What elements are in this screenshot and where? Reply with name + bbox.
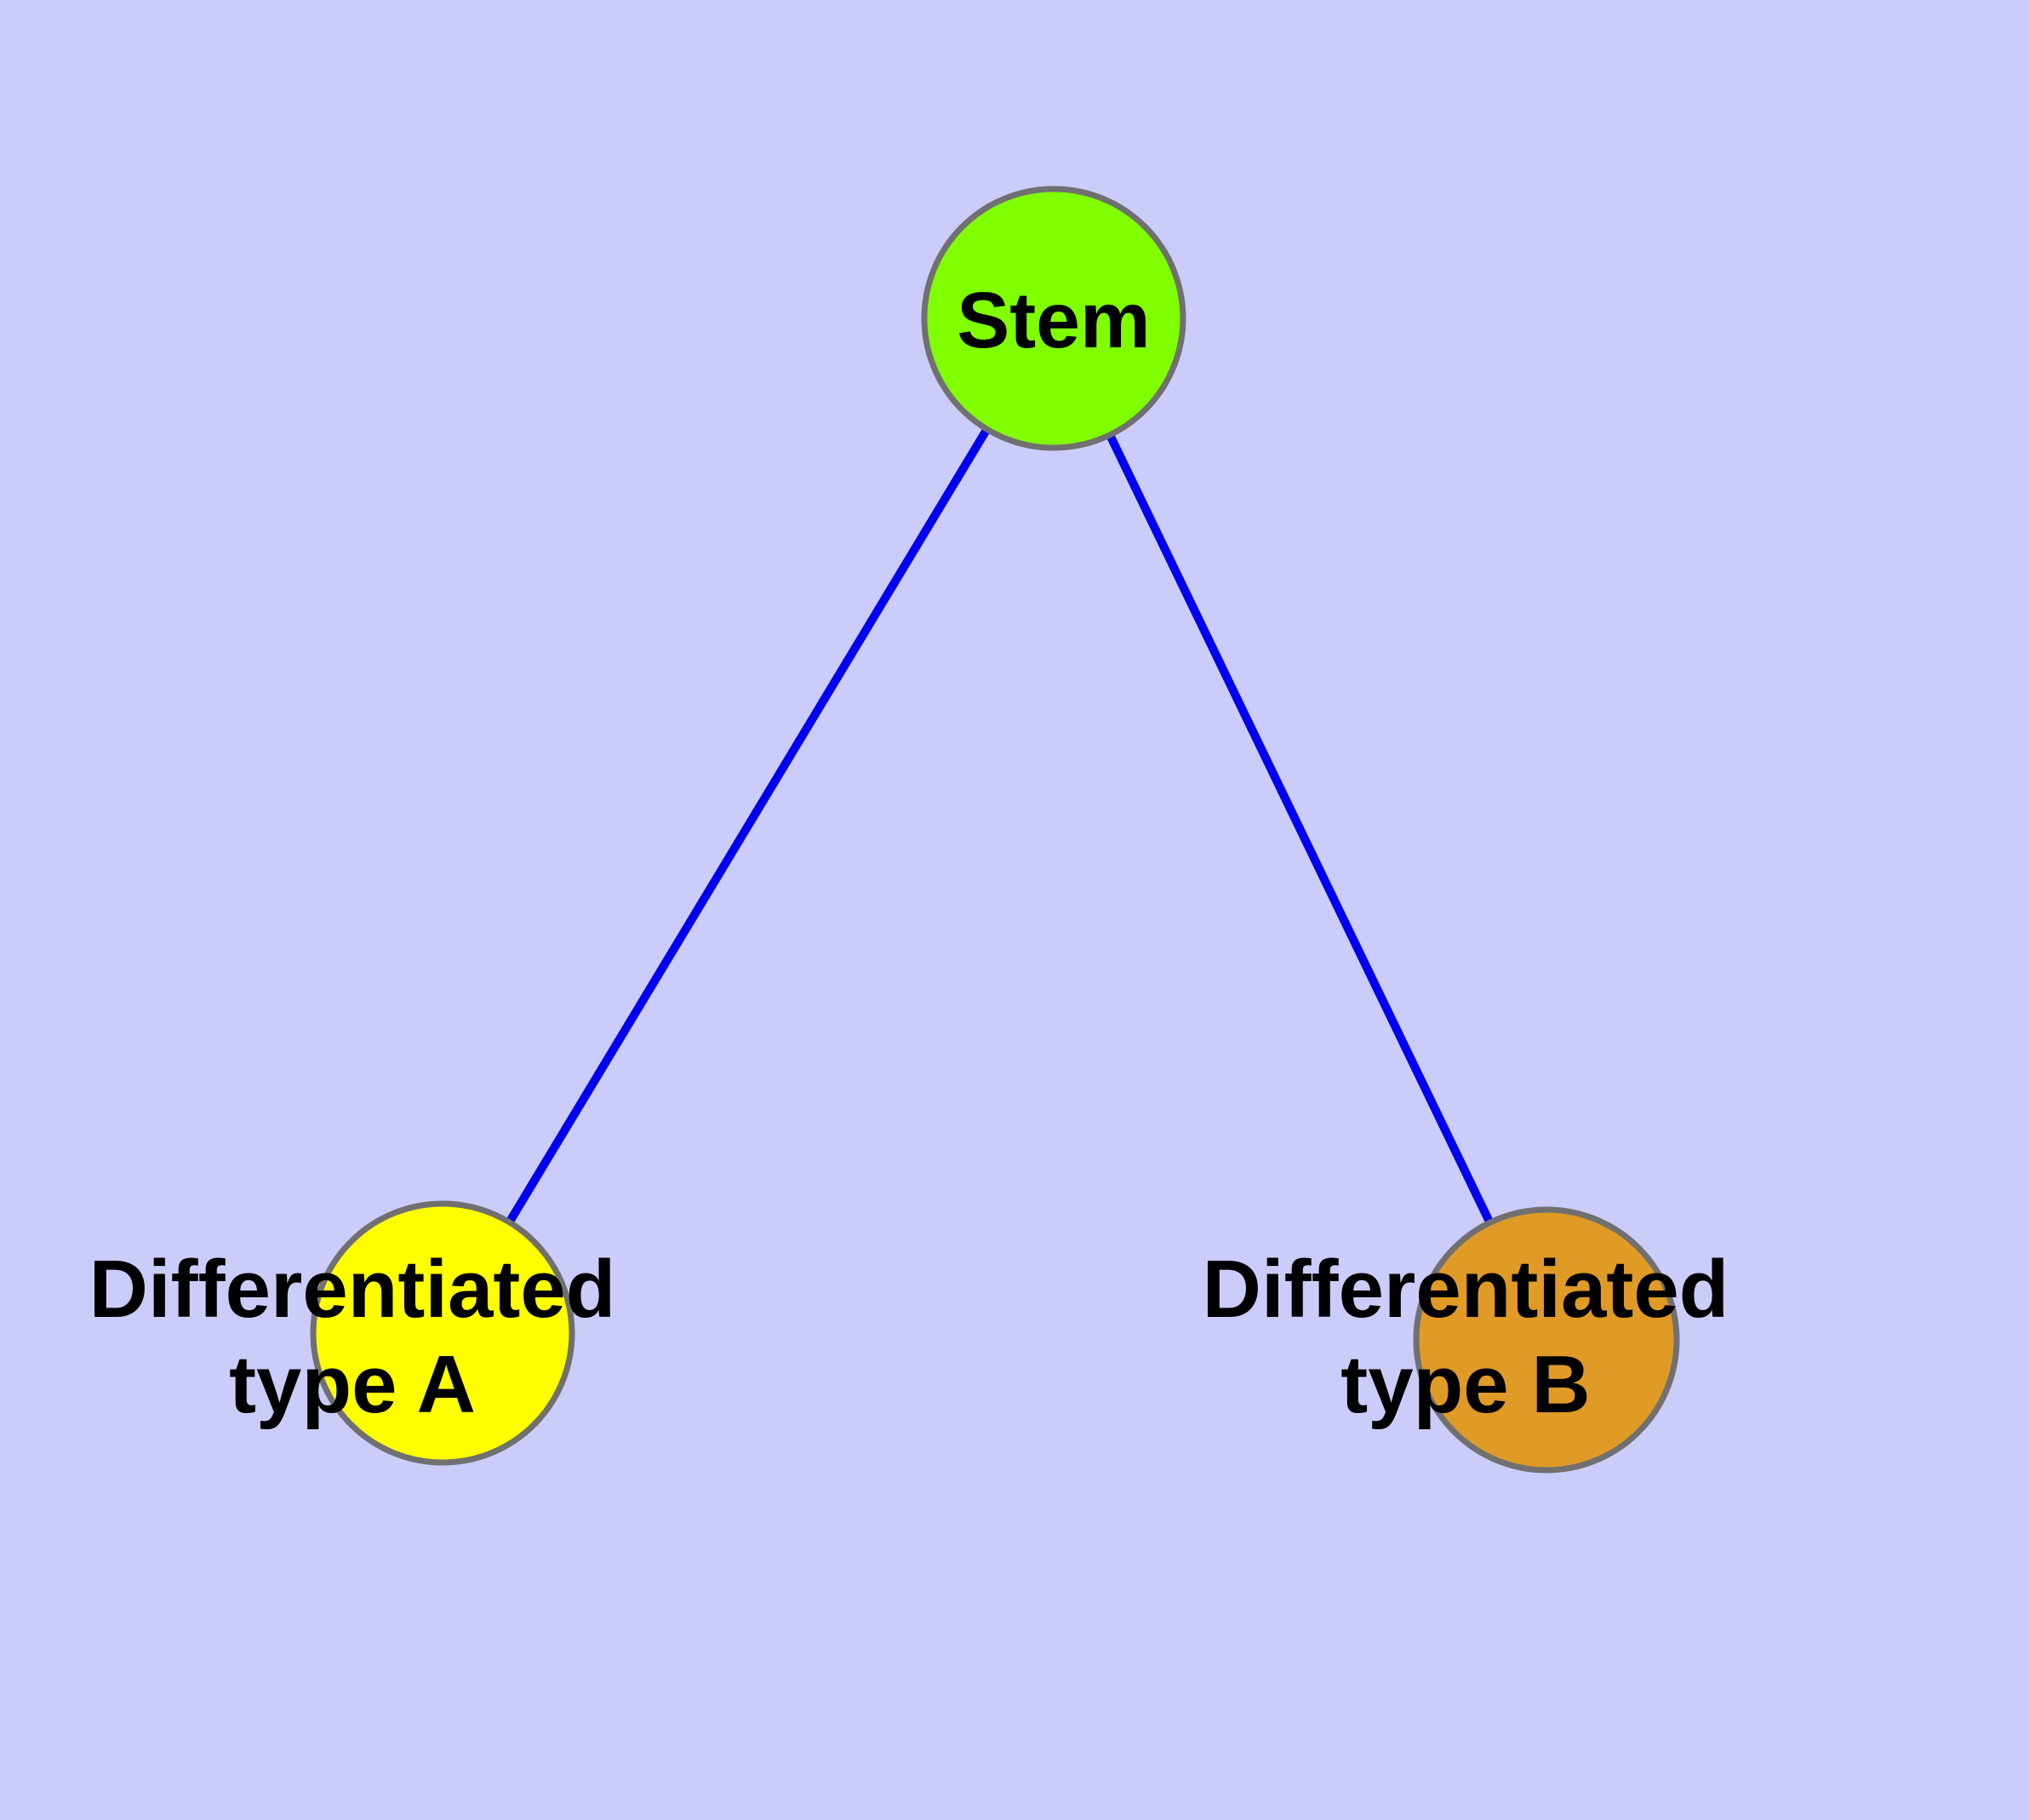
edge-stem-to-differentiated-type-a[interactable] (438, 316, 1058, 1336)
node-stem[interactable] (921, 186, 1186, 451)
node-differentiated-type-a[interactable] (310, 1200, 575, 1466)
edge-stem-to-differentiated-type-b[interactable] (1049, 316, 1551, 1342)
node-differentiated-type-b[interactable] (1413, 1206, 1680, 1474)
nodes-layer (310, 186, 1680, 1474)
edges-layer (438, 316, 1551, 1342)
node-label-stem: Stem (957, 276, 1150, 364)
